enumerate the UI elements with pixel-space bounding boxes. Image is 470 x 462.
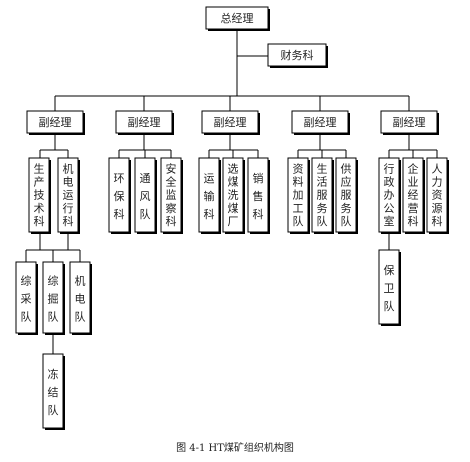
node-vice-manager-4: 副经理 <box>291 110 350 135</box>
node-transport-dept-label: 运输科 <box>204 172 215 221</box>
node-sales-dept: 销售科 <box>247 157 270 234</box>
node-vice-manager-3: 副经理 <box>201 110 260 135</box>
node-vice-manager-3-label: 副经理 <box>214 116 247 129</box>
node-fully-mech-tunneling-team: 综掘队 <box>42 261 65 335</box>
node-transport-dept: 运输科 <box>198 157 221 234</box>
node-vice-manager-2-label: 副经理 <box>128 116 161 129</box>
node-general-manager-label: 总经理 <box>221 11 254 25</box>
node-human-resources-dept: 人力资源科 <box>426 157 449 234</box>
node-environmental-dept: 环保科 <box>108 157 131 234</box>
node-coal-prep-plant: 选煤洗煤厂 <box>222 157 245 234</box>
node-fully-mech-mining-team: 综采队 <box>15 261 38 335</box>
node-admin-office-label: 行政办公室 <box>384 162 395 228</box>
connector-lines <box>25 30 438 354</box>
node-vice-manager-1-label: 副经理 <box>39 116 72 129</box>
node-mech-elec-ops-dept-label: 机电运行科 <box>63 161 74 228</box>
node-ventilation-team-label: 通风队 <box>140 172 151 221</box>
node-coal-prep-plant-label: 选煤洗煤厂 <box>228 162 239 228</box>
node-production-tech-dept-label: 生产技术科 <box>34 161 45 228</box>
node-mech-elec-team-label: 机电队 <box>75 274 86 324</box>
node-mech-elec-ops-dept: 机电运行科 <box>57 157 80 234</box>
node-finance-dept-label: 财务科 <box>281 48 314 62</box>
node-vice-manager-4-label: 副经理 <box>304 116 337 129</box>
node-business-operations-dept-label: 企业经营科 <box>408 161 419 228</box>
node-vice-manager-2: 副经理 <box>115 110 174 135</box>
node-vice-manager-5-label: 副经理 <box>393 116 426 129</box>
node-security-team-label: 保卫队 <box>384 263 395 313</box>
node-security-team: 保卫队 <box>378 249 401 326</box>
figure-caption: 图 4-1 HT煤矿组织机构图 <box>176 441 294 454</box>
node-fully-mech-tunneling-team-label: 综掘队 <box>48 274 59 324</box>
node-vice-manager-5: 副经理 <box>380 110 439 135</box>
node-freezing-team-label: 冻结队 <box>48 367 59 417</box>
node-living-services-team-label: 生活服务队 <box>317 161 328 228</box>
node-materials-processing-team: 资料加工队 <box>287 157 310 234</box>
node-safety-supervision-dept: 安全监察科 <box>160 157 183 234</box>
node-production-tech-dept: 生产技术科 <box>28 157 51 234</box>
node-fully-mech-mining-team-label: 综采队 <box>21 274 32 324</box>
node-mech-elec-team: 机电队 <box>69 261 92 335</box>
node-finance-dept: 财务科 <box>267 43 328 68</box>
node-human-resources-dept-label: 人力资源科 <box>432 162 443 228</box>
node-safety-supervision-dept-label: 安全监察科 <box>166 161 177 228</box>
node-supply-services-team-label: 供应服务队 <box>341 161 352 228</box>
node-living-services-team: 生活服务队 <box>311 157 334 234</box>
node-ventilation-team: 通风队 <box>134 157 157 234</box>
node-environmental-dept-label: 环保科 <box>114 172 125 221</box>
node-admin-office: 行政办公室 <box>378 157 401 234</box>
node-supply-services-team: 供应服务队 <box>335 157 358 234</box>
node-freezing-team: 冻结队 <box>42 353 65 430</box>
node-sales-dept-label: 销售科 <box>253 171 264 221</box>
node-business-operations-dept: 企业经营科 <box>402 157 425 234</box>
node-materials-processing-team-label: 资料加工队 <box>293 162 304 228</box>
node-vice-manager-1: 副经理 <box>26 110 85 135</box>
node-general-manager: 总经理 <box>205 6 270 31</box>
